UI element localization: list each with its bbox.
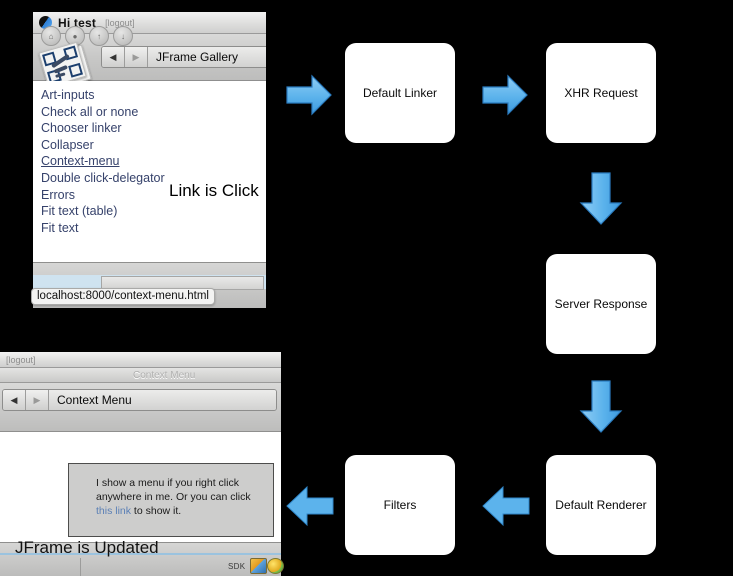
arrow-filters-out (286, 485, 334, 527)
circle-logo-icon (39, 16, 52, 29)
sdk-browser-icon[interactable] (250, 558, 267, 574)
context-back-button[interactable]: ◀ (3, 390, 26, 410)
context-menu-instructions: I show a menu if you right click anywher… (96, 476, 276, 518)
up-button[interactable]: ↑ (89, 26, 109, 46)
link-fit-text-table[interactable]: Fit text (table) (41, 204, 118, 219)
logout-link[interactable]: [logout] (105, 17, 135, 28)
status-url-tooltip: localhost:8000/context-menu.html (31, 288, 215, 305)
context-navbar: ◀ ▶ Context Menu (2, 389, 277, 411)
down-button[interactable]: ↓ (113, 26, 133, 46)
flowbox-server-response: Server Response (546, 254, 656, 354)
link-art-inputs[interactable]: Art-inputs (41, 88, 95, 102)
link-fit-text[interactable]: Fit text (41, 220, 79, 235)
arrow-server-to-renderer (579, 380, 623, 433)
link-clicked-annotation: Link is Click (169, 181, 259, 200)
context-menu-target-box[interactable] (68, 463, 274, 537)
arrow-xhr-to-server (579, 172, 623, 225)
context-page-body: I show a menu if you right click anywher… (0, 432, 281, 542)
sdk-text: SDK (228, 562, 246, 571)
gallery-navbar: ◀ ▶ JFrame Gallery (101, 46, 266, 68)
link-errors[interactable]: Errors (41, 187, 76, 202)
link-check-all-or-none[interactable]: Check all or none (41, 104, 139, 119)
flowbox-xhr-request: XHR Request (546, 43, 656, 143)
gallery-page-body: Art-inputs Check all or none Chooser lin… (33, 81, 266, 262)
flowbox-default-renderer: Default Renderer (546, 455, 656, 555)
sdk-swirl-icon[interactable] (267, 558, 284, 574)
status-left-cell (0, 558, 81, 576)
back-button[interactable]: ◀ (102, 47, 125, 67)
link-chooser-linker[interactable]: Chooser linker (41, 121, 122, 136)
context-menu-browser-window: [logout] Context Menu ◀ ▶ Context Menu I… (0, 352, 281, 576)
link-double-click-delegator[interactable]: Double click-delegator (41, 170, 165, 185)
context-forward-button[interactable]: ▶ (26, 390, 49, 410)
context-titlebar: [logout] (0, 352, 281, 368)
context-nav-title: Context Menu (49, 390, 276, 410)
flowbox-default-linker: Default Linker (345, 43, 455, 143)
gallery-browser-window: Hi test [logout] ⌂ ● ↑ ↓ ◀ ▶ JFr (33, 12, 266, 308)
arrow-renderer-to-filters (482, 485, 530, 527)
forward-button[interactable]: ▶ (125, 47, 148, 67)
arrow-linker-to-xhr (482, 74, 528, 116)
context-line-1: I show a menu if you right click (96, 477, 239, 489)
gallery-nav-title: JFrame Gallery (148, 47, 266, 67)
jframe-updated-annotation: JFrame is Updated (15, 538, 159, 557)
arrow-in-to-linker (286, 74, 332, 116)
context-statusbar: SDK (0, 542, 281, 576)
link-collapser[interactable]: Collapser (41, 137, 94, 152)
home-button[interactable]: ⌂ (41, 26, 61, 46)
link-context-menu[interactable]: Context-menu (41, 154, 120, 169)
context-line-2: anywhere in me. Or you can click (96, 491, 251, 503)
context-logout-link[interactable]: [logout] (6, 354, 36, 365)
context-toolbar: ◀ ▶ Context Menu (0, 383, 281, 432)
context-ghost-title-strip: Context Menu (0, 368, 281, 383)
ghost-window-title: Context Menu (133, 370, 196, 381)
context-show-menu-link[interactable]: this link (96, 505, 132, 517)
greeting-text: Hi test (58, 15, 97, 30)
context-line-3: to show it. (131, 505, 182, 517)
flowbox-filters: Filters (345, 455, 455, 555)
status-divider (0, 553, 281, 555)
gallery-toolbar: ⌂ ● ↑ ↓ ◀ ▶ JFrame Gallery (33, 26, 266, 91)
toolbar-round-buttons: ⌂ ● ↑ ↓ (41, 26, 133, 46)
